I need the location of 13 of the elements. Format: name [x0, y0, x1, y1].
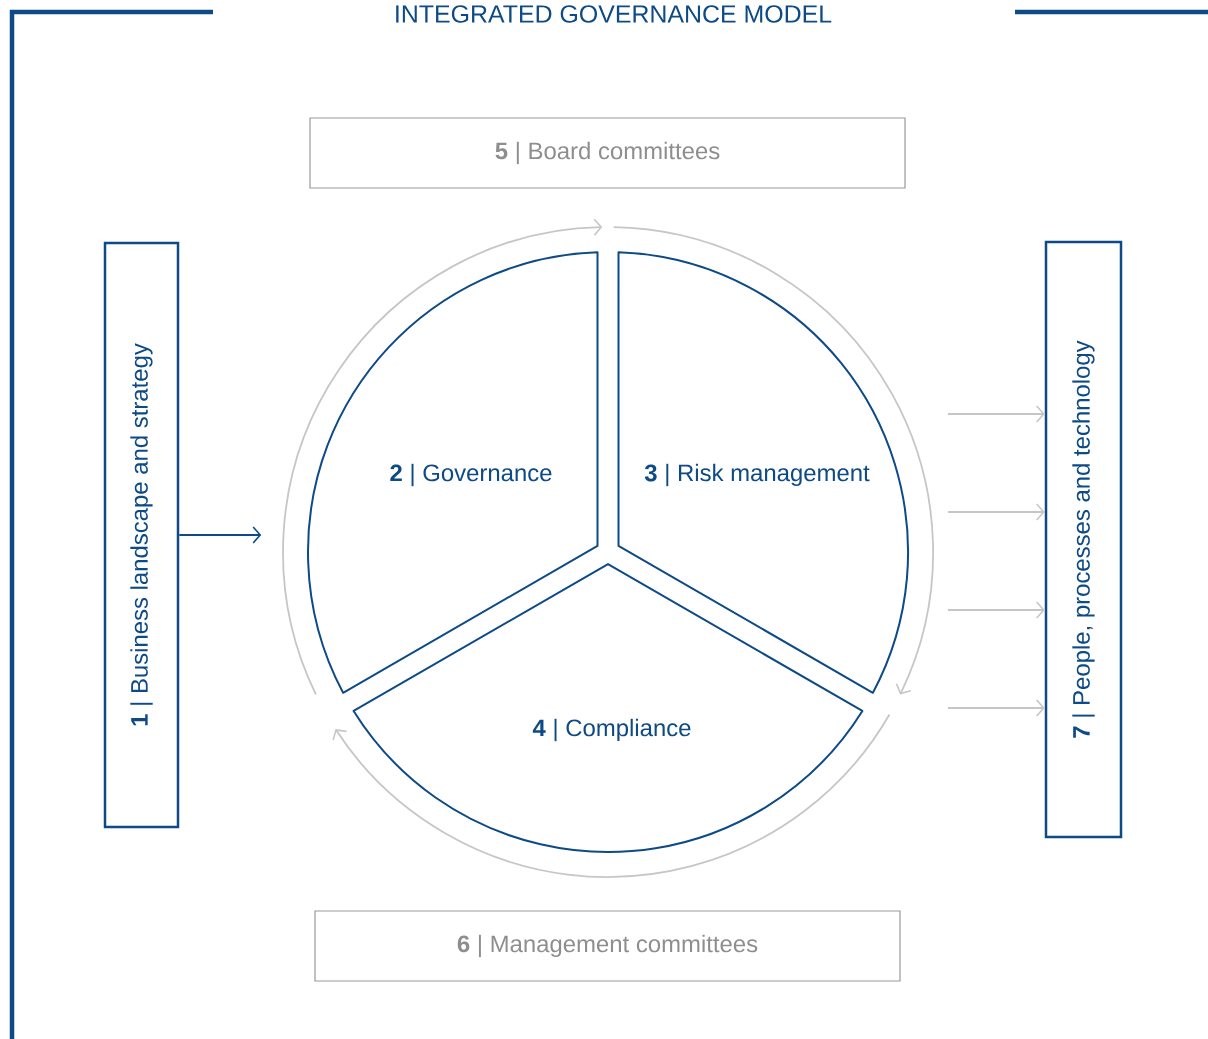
committee-box: 6 | Management committees: [314, 910, 901, 982]
arrow: [947, 699, 1045, 717]
process-box: 1 | Business landscape and strategy: [103, 241, 180, 829]
arrow: [947, 601, 1045, 619]
process-box: 7 | People, processes and technology: [1044, 240, 1123, 839]
pie-sector: 3 | Risk management: [617, 251, 909, 694]
committee-box: 5 | Board committees: [309, 117, 906, 189]
arrow: [178, 526, 262, 544]
pie-sector: 4 | Compliance: [352, 563, 864, 853]
title: INTEGRATED GOVERNANCE MODEL: [396, 5, 832, 23]
arrow: [947, 405, 1045, 423]
arrow: [947, 503, 1045, 521]
pie-sector: 2 | Governance: [307, 251, 599, 694]
